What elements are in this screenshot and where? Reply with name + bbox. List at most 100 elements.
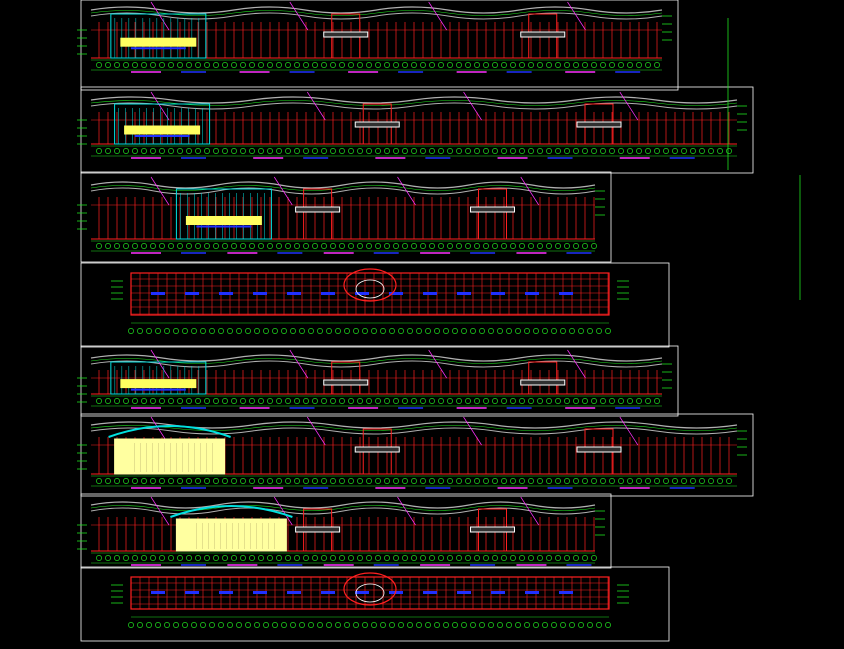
- gate-label-plate: [295, 526, 341, 533]
- roof-outline-lower: [90, 360, 663, 368]
- plan-grid-bubble: [371, 622, 377, 628]
- leader-line: [397, 176, 416, 206]
- grid-bubble: [555, 148, 561, 154]
- grid-bubble: [429, 243, 435, 249]
- grid-bubble: [114, 243, 120, 249]
- grid-bubble: [483, 478, 489, 484]
- grid-bubble: [141, 398, 147, 404]
- plan-grid-bubble: [146, 328, 152, 334]
- grid-bubble: [150, 243, 156, 249]
- plan-grid-bubble: [200, 328, 206, 334]
- grid-bubble: [582, 148, 588, 154]
- leader-line: [306, 91, 326, 121]
- grid-bubble: [114, 148, 120, 154]
- gate-label-plate: [520, 379, 566, 386]
- plan-blue-bar: [321, 292, 335, 295]
- grid-bubble: [294, 62, 300, 68]
- roof-membrane-line: [90, 100, 738, 106]
- lobby-frame: [175, 188, 272, 240]
- grid-bubble: [222, 398, 228, 404]
- plan-grid-bubble: [398, 622, 404, 628]
- canopy-arc: [170, 505, 293, 518]
- grid-bubble: [411, 478, 417, 484]
- grid-bubble: [339, 243, 345, 249]
- grid-bubble: [366, 398, 372, 404]
- grid-bubble: [231, 398, 237, 404]
- grid-bubble: [231, 62, 237, 68]
- grid-bubble: [213, 478, 219, 484]
- leader-line: [428, 349, 447, 379]
- grid-bubble: [447, 243, 453, 249]
- grid-bubble: [132, 555, 138, 561]
- grid-bubble: [285, 398, 291, 404]
- plan-blue-bar: [151, 591, 165, 594]
- grid-bubble: [384, 148, 390, 154]
- grid-bubble: [654, 398, 660, 404]
- grid-bubble: [168, 243, 174, 249]
- grid-bubble: [609, 478, 615, 484]
- grid-bubble: [591, 398, 597, 404]
- plan-grid-bubble: [290, 328, 296, 334]
- grid-bubble: [123, 243, 129, 249]
- plan-blue-bar: [355, 292, 369, 295]
- grid-bubble: [519, 478, 525, 484]
- grid-bubble: [150, 148, 156, 154]
- leader-line: [150, 1, 170, 31]
- grid-bubble: [411, 398, 417, 404]
- grid-bubble: [195, 478, 201, 484]
- grid-bubble: [240, 398, 246, 404]
- grid-bubble: [321, 243, 327, 249]
- grid-bubble: [519, 148, 525, 154]
- elevation-sheet-elev-1: [77, 0, 679, 91]
- grid-bubble: [528, 243, 534, 249]
- plan-grid-bubble: [272, 622, 278, 628]
- plan-grid-bubble: [542, 622, 548, 628]
- grid-bubble: [501, 148, 507, 154]
- sheet-frame: [80, 262, 670, 348]
- grid-bubble: [186, 555, 192, 561]
- roof-outline-lower: [90, 187, 596, 195]
- lobby-signage: [185, 216, 262, 225]
- grid-bubble: [411, 62, 417, 68]
- grid-bubble: [330, 243, 336, 249]
- grid-bubble: [591, 243, 597, 249]
- grid-bubble: [573, 243, 579, 249]
- grid-bubble: [258, 62, 264, 68]
- grid-bubble: [222, 478, 228, 484]
- leader-line: [150, 496, 170, 526]
- grid-bubble: [609, 148, 615, 154]
- grid-bubble: [591, 148, 597, 154]
- plan-blue-bar: [389, 292, 403, 295]
- grid-bubble: [519, 62, 525, 68]
- grid-bubble: [600, 478, 606, 484]
- grid-bubble: [429, 148, 435, 154]
- grid-bubble: [717, 478, 723, 484]
- plan-blue-bar: [287, 591, 301, 594]
- grid-bubble: [249, 555, 255, 561]
- grid-bubble: [105, 398, 111, 404]
- lobby-frame: [110, 361, 207, 395]
- grid-bubble: [240, 478, 246, 484]
- grid-bubble: [303, 478, 309, 484]
- plan-grid-bubble: [605, 328, 611, 334]
- grid-bubble: [231, 243, 237, 249]
- grid-bubble: [528, 555, 534, 561]
- plan-grid-bubble: [479, 328, 485, 334]
- grid-bubble: [420, 555, 426, 561]
- grid-bubble: [546, 555, 552, 561]
- grid-bubble: [393, 148, 399, 154]
- plan-grid-bubble: [515, 328, 521, 334]
- grid-bubble: [105, 243, 111, 249]
- grid-bubble: [321, 148, 327, 154]
- plan-blue-bar: [185, 292, 199, 295]
- grid-bubble: [330, 398, 336, 404]
- plan-grid-bubble: [128, 622, 134, 628]
- grid-bubble: [285, 243, 291, 249]
- grid-bubble: [402, 398, 408, 404]
- grid-bubble: [627, 62, 633, 68]
- grid-bubble: [312, 478, 318, 484]
- grid-bubble: [726, 148, 732, 154]
- grid-bubble: [204, 398, 210, 404]
- grid-bubble: [312, 555, 318, 561]
